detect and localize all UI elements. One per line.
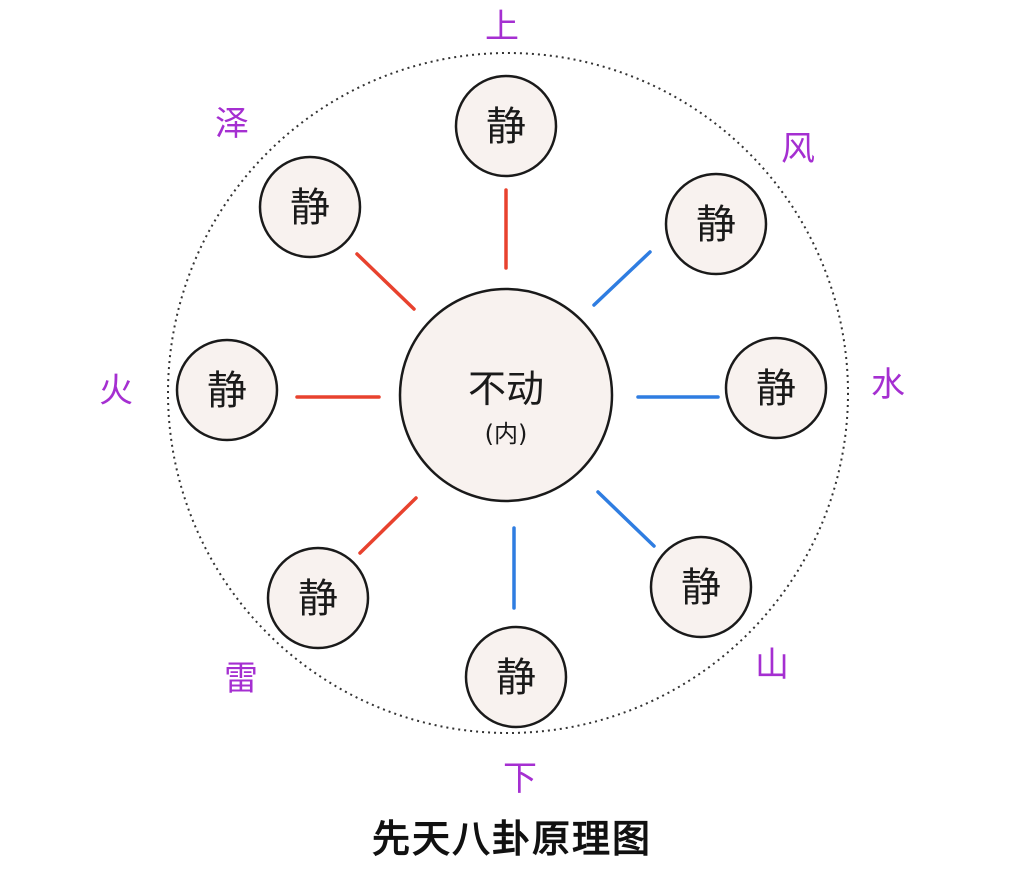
direction-label-right: 水 <box>871 365 905 405</box>
center-circle <box>398 287 614 503</box>
center-sub-label: (内) <box>485 420 528 448</box>
node-circle-left <box>175 338 279 442</box>
node-circle-right <box>724 336 828 440</box>
node-circle-bottom-right <box>649 535 753 639</box>
direction-label-left: 火 <box>99 371 133 411</box>
direction-label-top-left: 泽 <box>215 104 249 144</box>
spoke-bottom-right <box>596 490 656 548</box>
node-label-bottom-left: 静 <box>298 576 338 622</box>
node-circle-top <box>454 74 558 178</box>
spoke-top-left <box>355 252 416 311</box>
node-left: 静 <box>175 338 279 442</box>
node-top-right: 静 <box>664 172 768 276</box>
direction-label-top-right: 风 <box>781 129 815 169</box>
direction-label-bottom-left: 雷 <box>224 659 258 699</box>
node-label-top: 静 <box>486 104 526 150</box>
spoke-bottom-left <box>358 496 418 555</box>
node-label-bottom: 静 <box>496 655 536 701</box>
spoke-top-right <box>592 250 652 307</box>
node-circle-bottom <box>464 625 568 729</box>
direction-label-bottom-right: 山 <box>755 645 789 685</box>
node-label-left: 静 <box>207 368 247 414</box>
node-label-top-left: 静 <box>290 185 330 231</box>
node-label-top-right: 静 <box>696 202 736 248</box>
node-top: 静 <box>454 74 558 178</box>
outer-dotted-circle <box>167 52 849 734</box>
node-circle-top-right <box>664 172 768 276</box>
node-circle-top-left <box>258 155 362 259</box>
node-top-left: 静 <box>258 155 362 259</box>
node-right: 静 <box>724 336 828 440</box>
direction-label-top: 上 <box>485 7 519 47</box>
direction-label-bottom: 下 <box>503 759 537 799</box>
diagram-title: 先天八卦原理图 <box>371 817 652 861</box>
node-label-bottom-right: 静 <box>681 565 721 611</box>
center-label: 不动 <box>468 367 544 411</box>
node-bottom: 静 <box>464 625 568 729</box>
spokes-group <box>295 188 720 610</box>
center-node: 不动 (内) <box>398 287 614 503</box>
node-bottom-right: 静 <box>649 535 753 639</box>
node-bottom-left: 静 <box>266 546 370 650</box>
node-label-right: 静 <box>756 366 796 412</box>
node-circle-bottom-left <box>266 546 370 650</box>
